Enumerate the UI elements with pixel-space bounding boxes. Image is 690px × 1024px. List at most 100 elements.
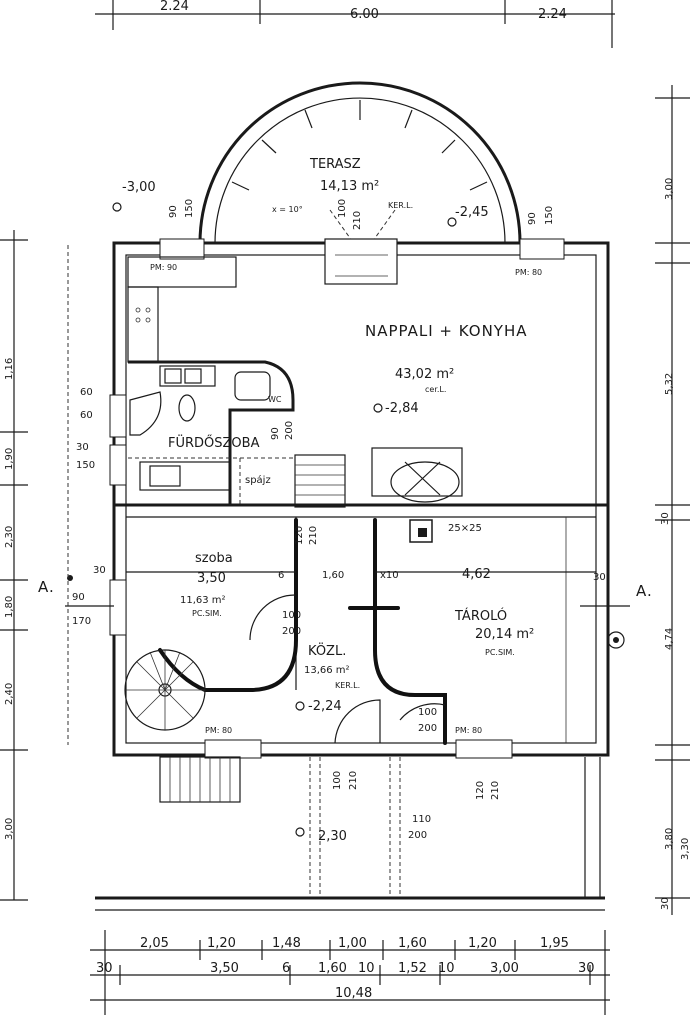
bedroom-door-width: 100	[282, 610, 301, 621]
right-dim-7: 3,80	[664, 828, 675, 850]
corridor-floor: KER.L.	[335, 681, 360, 690]
bath-window-d: 150	[76, 460, 95, 471]
bottom-row2-dim-4: 1,60	[318, 961, 347, 976]
bottom-total: 10,48	[335, 986, 372, 1001]
bath-window-a: 60	[80, 387, 93, 398]
window-label-nappali: PM: 90	[150, 263, 177, 272]
left-dim-4: 1,80	[4, 596, 15, 618]
bottom-row2-dim-7: 10	[438, 961, 455, 976]
top-dim-left: 2.24	[160, 0, 189, 14]
right-dim-1: 3,00	[664, 178, 675, 200]
bedroom-name: szoba	[195, 551, 233, 566]
storage-door-width: 100	[418, 707, 437, 718]
terrace-slope: x = 10°	[272, 205, 303, 214]
terrace-window-right-a: 90	[527, 212, 538, 225]
terrace: TERASZ 14,13 m² x = 10° KER.L. 100 210 -…	[112, 81, 555, 246]
front-gate-width: 110	[412, 814, 431, 825]
bottom-row2-dim-9: 30	[578, 961, 595, 976]
corridor-level: -2,24	[308, 699, 342, 714]
top-dim-middle: 6.00	[350, 7, 379, 22]
terrace-level-left: -3,00	[122, 180, 156, 195]
section-label-left: A.	[38, 578, 55, 596]
bedroom-area: 11,63 m²	[180, 595, 226, 606]
corridor-door-height: 210	[308, 526, 319, 545]
dim-left-90: 90	[72, 592, 85, 603]
terrace-floor: KER.L.	[388, 201, 413, 210]
bottom-dimension-chains	[90, 930, 610, 1015]
bottom-row2-dim-3: 6	[282, 961, 290, 976]
living-room-floor: cer.L.	[425, 385, 446, 394]
living-room-level: -2,84	[385, 401, 419, 416]
bottom-row2-dim-6: 1,52	[398, 961, 427, 976]
bottom-row2-dim-2: 3,50	[210, 961, 239, 976]
pantry-name: spájz	[245, 474, 271, 486]
bottom-row1-dim-1: 2,05	[140, 936, 169, 951]
living-room-area: 43,02 m²	[395, 367, 454, 382]
corridor: 120 210 1,60 x10 KÖZL. 13,66 m² KER.L. -…	[294, 526, 446, 744]
outer-walls: PM: 90 PM: 80 PM: 80 PM: 80	[109, 238, 610, 759]
window-label-nappali-right: PM: 80	[515, 268, 542, 277]
dim-x10: x10	[380, 570, 399, 581]
front-level: 2,30	[318, 829, 347, 844]
corridor-door-width: 120	[294, 526, 305, 545]
bath-window-b: 60	[80, 410, 93, 421]
dim-left-170: 170	[72, 616, 91, 627]
section-label-right: A.	[636, 582, 653, 600]
bath-door-height: 200	[284, 421, 295, 440]
top-dim-right: 2.24	[538, 7, 567, 22]
storage-door-height: 200	[418, 723, 437, 734]
right-dimension-chain: 3,00 5,32 30 4,74 3,30 30 3,80	[655, 85, 690, 915]
left-dim-2: 1,90	[4, 448, 15, 470]
bath-window-c: 30	[76, 442, 89, 453]
dim-160: 1,60	[322, 570, 344, 581]
corridor-area: 13,66 m²	[304, 665, 350, 676]
staircase-center	[294, 447, 463, 508]
bottom-row2-dim-1: 30	[96, 961, 113, 976]
living-room: NAPPALI + KONYHA 43,02 m² cer.L. -2,84	[365, 322, 528, 416]
bottom-row1-dim-2: 1,20	[207, 936, 236, 951]
bath-door-width: 90	[270, 427, 281, 440]
interior-walls: 25×25	[114, 503, 608, 745]
bottom-row1-dim-7: 1,95	[540, 936, 569, 951]
living-room-name: NAPPALI + KONYHA	[365, 322, 528, 340]
top-dimension-line: 2.24 6.00 2.24	[95, 0, 615, 48]
kitchen-counter	[127, 256, 237, 363]
corridor-name: KÖZL.	[308, 642, 346, 659]
front-area: 100 210 120 210 110 200 2,30	[95, 756, 605, 911]
bath-window-dims: 60 60 30 150	[76, 387, 95, 471]
right-dim-2: 5,32	[664, 373, 675, 395]
terrace-window-left-a: 90	[168, 205, 179, 218]
dim-6: 6	[278, 570, 284, 581]
bottom-row1-dim-4: 1,00	[338, 936, 367, 951]
bottom-row1-dim-6: 1,20	[468, 936, 497, 951]
column-size: 25×25	[448, 523, 482, 534]
front-window-height: 210	[490, 781, 501, 800]
storage-floor: PC.SIM.	[485, 648, 515, 657]
front-door-width: 100	[332, 771, 343, 790]
storage-room: 4,62 TÁROLÓ 20,14 m² PC.SIM.	[348, 567, 630, 657]
right-dim-4: 4,74	[664, 628, 675, 650]
terrace-window-left-b: 150	[184, 199, 195, 218]
left-dim-5: 2,40	[4, 683, 15, 705]
storage-width: 4,62	[462, 567, 491, 582]
storage-name: TÁROLÓ	[454, 608, 507, 624]
bedroom-floor: PC.SIM.	[192, 609, 222, 618]
terrace-name: TERASZ	[309, 157, 361, 172]
spiral-staircase	[124, 649, 206, 731]
section-markers: A. A. 30 90 170 30	[38, 565, 653, 627]
storage-area: 20,14 m²	[475, 627, 534, 642]
right-dim-6: 30	[660, 897, 671, 910]
terrace-door-width: 100	[337, 199, 348, 218]
front-gate-height: 200	[408, 830, 427, 841]
bottom-row2-dim-8: 3,00	[490, 961, 519, 976]
bedroom-door-height: 200	[282, 626, 301, 637]
terrace-area: 14,13 m²	[320, 179, 379, 194]
right-dim-3: 30	[660, 512, 671, 525]
left-dimension-chain: 1,16 1,90 2,30 1,80 2,40 3,00	[0, 230, 69, 901]
wc-label: WC	[268, 395, 282, 404]
left-dim-1: 1,16	[4, 358, 15, 380]
bedroom: szoba 3,50 11,63 m² PC.SIM. 6 100 200	[126, 551, 301, 641]
terrace-level-right: -2,45	[455, 205, 489, 220]
bottom-row2-dim-5: 10	[358, 961, 375, 976]
